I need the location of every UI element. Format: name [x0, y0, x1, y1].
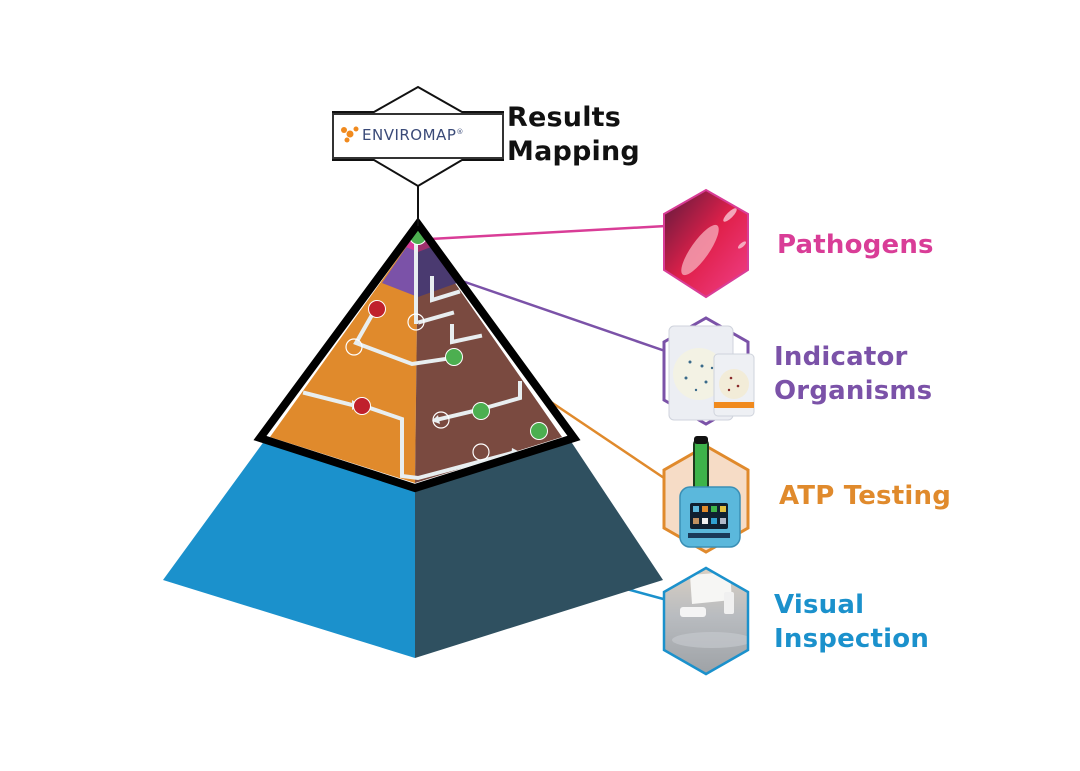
cleaning-surface-hexagon-icon	[662, 566, 750, 676]
category-label-visual-inspection: Visual Inspection	[774, 588, 929, 656]
circuit-empty-nodes	[345, 313, 490, 461]
connector-indicator	[461, 279, 669, 354]
bacteria-hexagon-icon	[663, 188, 749, 299]
circuit-traces	[302, 238, 522, 481]
label-line: Indicator	[774, 342, 908, 372]
label-line: Inspection	[774, 624, 930, 654]
pyramid-base-right	[415, 440, 663, 658]
results-mapping-title: Results Mapping	[507, 101, 640, 169]
category-label-atp-testing: ATP Testing	[779, 479, 951, 513]
atp-face-left	[270, 230, 418, 483]
category-label-indicator-organisms: Indicator Organisms	[774, 340, 932, 408]
enviromap-logo-text: ENVIROMAP®	[362, 126, 464, 144]
pyramid-base-left	[163, 440, 415, 658]
status-dot-pass	[445, 348, 463, 366]
title-line-2: Mapping	[507, 136, 640, 167]
label-line: Pathogens	[777, 230, 934, 260]
status-dot-pass	[472, 402, 490, 420]
title-line-1: Results	[507, 102, 622, 133]
enviromap-logo-box	[332, 113, 504, 159]
category-label-pathogens: Pathogens	[777, 228, 934, 262]
connector-atp	[544, 396, 668, 482]
status-dot-fail	[368, 300, 386, 318]
label-line: Organisms	[774, 376, 933, 406]
label-line: Visual	[774, 590, 865, 620]
atp-luminometer-hexagon-icon	[662, 436, 750, 554]
enviromap-logo-icon	[341, 126, 359, 143]
status-dot-fail	[353, 397, 371, 415]
upper-pyramid-outline	[253, 217, 581, 493]
logo-wordmark: ENVIROMAP	[362, 126, 457, 144]
status-dot-pass	[530, 422, 548, 440]
registered-mark: ®	[456, 128, 464, 136]
petri-plate-hexagon-icon	[662, 316, 755, 426]
connector-pathogens	[429, 224, 667, 241]
label-line: ATP Testing	[779, 481, 951, 511]
